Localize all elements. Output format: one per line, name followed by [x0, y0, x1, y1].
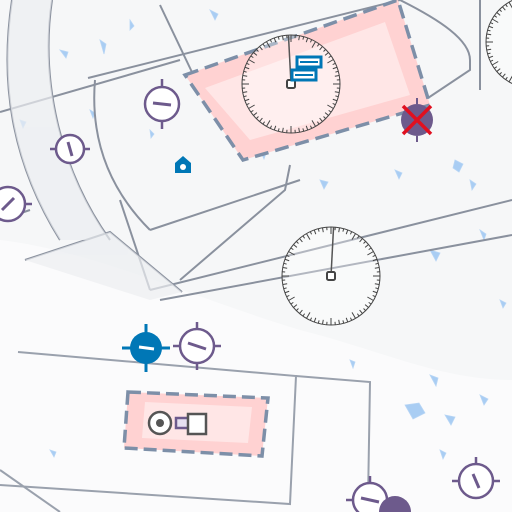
x-mark-icon[interactable]	[401, 98, 433, 142]
navaid-marker[interactable]	[379, 496, 411, 512]
vor-rose-icon[interactable]	[485, 0, 512, 88]
waypoint-circle-icon[interactable]	[452, 457, 500, 500]
heliport-icon[interactable]	[147, 410, 173, 436]
waypoint-circle-icon[interactable]	[0, 185, 32, 223]
vor-rose-icon[interactable]	[241, 34, 341, 134]
reporting-point-icon[interactable]	[122, 324, 170, 372]
airfield-icon[interactable]	[290, 55, 323, 82]
airfield-icon[interactable]	[174, 412, 208, 436]
waypoint-circle-icon[interactable]	[143, 79, 181, 129]
heliport-icon[interactable]	[175, 156, 191, 173]
zone-boundaries	[0, 351, 372, 512]
waypoint-circle-icon[interactable]	[50, 133, 90, 165]
airspace-band-fill	[7, 0, 182, 300]
waypoint-circle-icon[interactable]	[346, 476, 389, 512]
waypoint-circle-icon[interactable]	[173, 322, 221, 370]
vor-rose-icon[interactable]	[281, 226, 381, 326]
